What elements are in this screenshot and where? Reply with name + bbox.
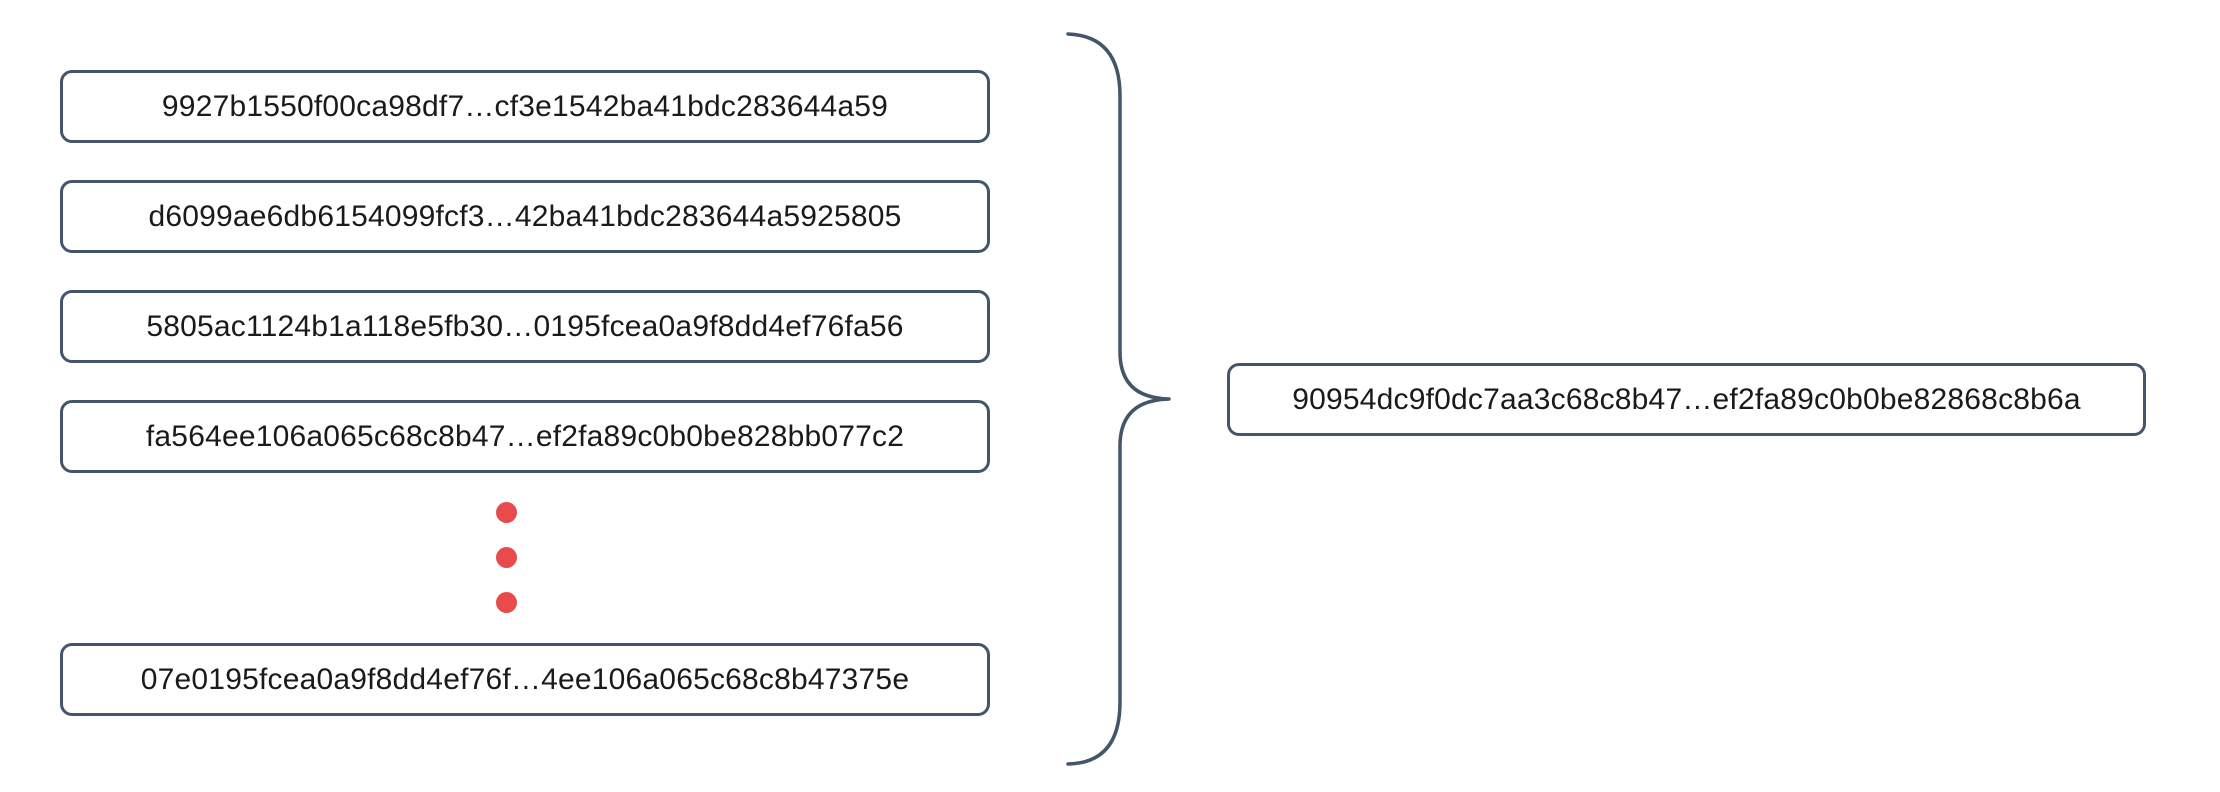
hash-box-1: 9927b1550f00ca98df7…cf3e1542ba41bdc28364… [60, 70, 990, 143]
hash-box-5: 07e0195fcea0a9f8dd4ef76f…4ee106a065c68c8… [60, 643, 990, 716]
hash-box-5-text: 07e0195fcea0a9f8dd4ef76f…4ee106a065c68c8… [140, 662, 910, 696]
hash-box-4-text: fa564ee106a065c68c8b47…ef2fa89c0b0be828b… [145, 419, 905, 453]
hash-box-4: fa564ee106a065c68c8b47…ef2fa89c0b0be828b… [60, 400, 990, 473]
ellipsis-dot-2 [496, 547, 517, 568]
ellipsis-dot-1 [496, 502, 517, 523]
hash-box-2-text: d6099ae6db6154099fcf3…42ba41bdc283644a59… [148, 199, 902, 233]
result-hash-box: 90954dc9f0dc7aa3c68c8b47…ef2fa89c0b0be82… [1227, 363, 2146, 436]
hash-box-3-text: 5805ac1124b1a118e5fb30…0195fcea0a9f8dd4e… [146, 309, 904, 343]
result-hash-text: 90954dc9f0dc7aa3c68c8b47…ef2fa89c0b0be82… [1292, 382, 2081, 416]
hash-box-1-text: 9927b1550f00ca98df7…cf3e1542ba41bdc28364… [161, 89, 889, 123]
hash-box-2: d6099ae6db6154099fcf3…42ba41bdc283644a59… [60, 180, 990, 253]
hash-box-3: 5805ac1124b1a118e5fb30…0195fcea0a9f8dd4e… [60, 290, 990, 363]
ellipsis-dot-3 [496, 592, 517, 613]
